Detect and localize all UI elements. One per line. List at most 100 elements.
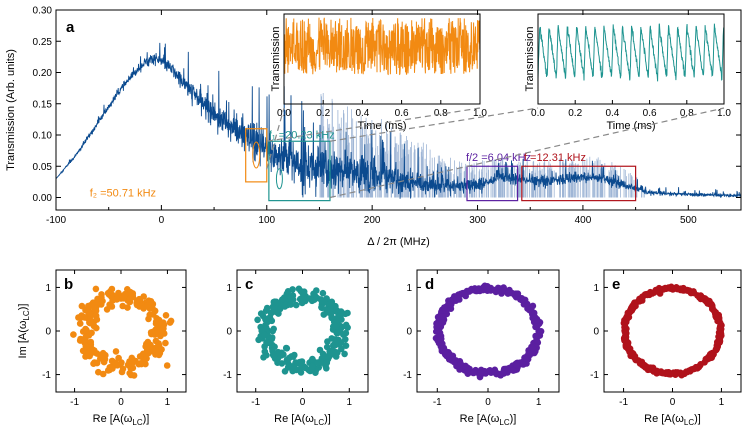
scatter-point [92, 285, 100, 293]
scatter-point [77, 335, 84, 343]
inset-y-axis-label: Transmission [524, 27, 536, 92]
inset-x-tick-label: 0.2 [568, 108, 582, 119]
zoom-dash-line [266, 107, 285, 170]
scatter-point [685, 287, 693, 294]
scatter-x-tick-label: 0 [118, 397, 124, 408]
scatter-y-tick-label: 1 [226, 283, 232, 294]
marker-ellipse-teal [275, 168, 283, 190]
scatter-y-tick-label: -1 [223, 370, 232, 381]
scatter-point [661, 284, 669, 292]
scatter-point [93, 324, 100, 332]
scatter-point [309, 355, 316, 363]
scatter-point [281, 368, 289, 375]
scatter-point [136, 353, 144, 360]
scatter-y-tick-label: 0 [226, 327, 232, 338]
scatter-point [504, 289, 512, 297]
scatter-x-tick-label: 1 [536, 397, 542, 408]
inset-trace-teal [537, 23, 725, 82]
scatter-point [270, 304, 278, 311]
y-tick-label: 0.20 [33, 68, 53, 79]
scatter-point [99, 355, 106, 363]
scatter-point [526, 350, 533, 358]
scatter-point [715, 339, 723, 346]
scatter-point [646, 364, 654, 372]
inset-x-axis-label: Time (ms) [357, 120, 406, 132]
inset-frame [537, 13, 725, 105]
region-label-orange: f₂ =50.71 kHz [90, 187, 156, 199]
scatter-point [127, 289, 135, 297]
scatter-point [103, 306, 111, 313]
panel-label-c: c [245, 276, 253, 293]
scatter-point [271, 343, 278, 351]
inset-trace-orange [283, 17, 481, 76]
x-tick-label: 100 [258, 215, 275, 226]
scatter-point [163, 362, 171, 369]
main-plot-frame [55, 9, 742, 211]
scatter-x-axis-label: Re [A(ωLC)] [460, 413, 517, 427]
scatter-y-tick-label: -1 [590, 370, 599, 381]
scatter-point [342, 342, 350, 350]
scatter-point [306, 295, 313, 302]
scatter-point [318, 297, 326, 305]
scatter-point [523, 356, 530, 363]
scatter-point [261, 348, 269, 355]
panel-label-e: e [612, 276, 620, 293]
scatter-point [332, 306, 340, 313]
scatter-point [158, 346, 165, 353]
scatter-x-tick-label: 0 [485, 397, 491, 408]
scatter-point [133, 301, 141, 309]
scatter-point [88, 329, 95, 337]
x-axis-label: Δ / 2π (MHz) [367, 236, 430, 248]
x-tick-label: -100 [46, 215, 66, 226]
scatter-point [529, 344, 537, 352]
x-tick-label: 400 [575, 215, 592, 226]
y-tick-label: 0.05 [33, 162, 53, 173]
scatter-point [270, 352, 278, 360]
scatter-point [283, 345, 291, 352]
scatter-point [104, 289, 112, 297]
scatter-point [112, 359, 119, 367]
scatter-x-tick-label: 1 [165, 397, 171, 408]
scatter-point [287, 301, 295, 308]
scatter-point [629, 304, 636, 311]
scatter-point [651, 288, 659, 295]
scatter-point [297, 369, 305, 376]
scatter-point [332, 322, 340, 330]
scatter-point [254, 316, 261, 324]
scatter-point [676, 285, 684, 293]
scatter-point [149, 346, 156, 354]
scatter-point [93, 350, 101, 357]
scatter-point [342, 321, 350, 329]
scatter-point [260, 354, 267, 361]
scatter-point [328, 313, 335, 321]
scatter-point [121, 290, 129, 298]
zoom-dash-line [329, 107, 539, 142]
scatter-point [461, 290, 468, 298]
scatter-point [70, 331, 77, 338]
scatter-point [148, 329, 156, 336]
scatter-point [672, 369, 680, 376]
scatter-point [273, 299, 281, 306]
scatter-point [532, 323, 539, 331]
scatter-y-tick-label: 0 [593, 327, 599, 338]
scatter-x-tick-label: 1 [347, 397, 353, 408]
panel-label-d: d [425, 276, 434, 293]
scatter-point [314, 359, 322, 366]
y-tick-label: 0.30 [33, 6, 53, 17]
scatter-point [147, 341, 154, 349]
inset-frame [283, 13, 481, 105]
region-box-red [521, 165, 637, 202]
inset-x-tick-label: 0.8 [434, 108, 448, 119]
scatter-point [296, 358, 304, 366]
scatter-point [642, 364, 649, 371]
scatter-point [664, 370, 672, 378]
scatter-point [520, 361, 527, 368]
scatter-point [477, 369, 485, 377]
scatter-point [262, 321, 269, 329]
scatter-point [281, 294, 288, 301]
scatter-point [152, 320, 160, 327]
inset-x-tick-label: 0.4 [605, 108, 619, 119]
